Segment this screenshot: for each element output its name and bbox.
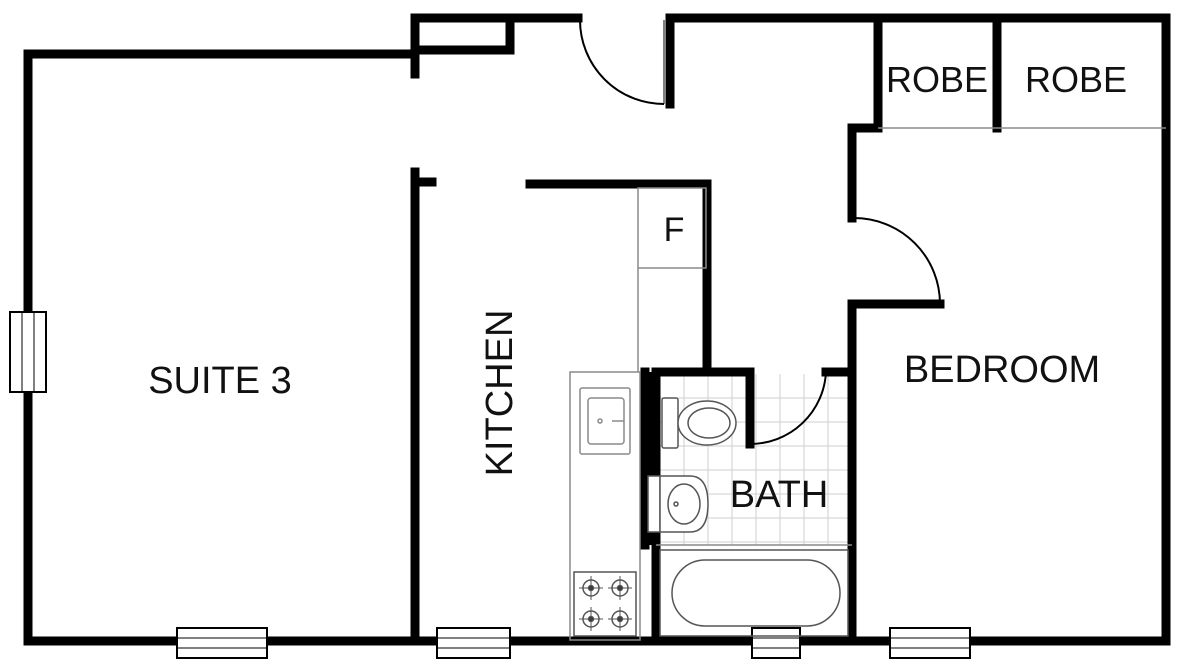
kitchen-sink-icon bbox=[579, 387, 631, 455]
window-west bbox=[9, 311, 47, 393]
stove-icon bbox=[573, 571, 637, 637]
windows bbox=[9, 311, 971, 659]
window-kitchen-south bbox=[436, 627, 511, 659]
window-bath-south bbox=[751, 627, 801, 659]
bath-door[interactable] bbox=[749, 371, 827, 446]
entry-door[interactable] bbox=[579, 19, 665, 105]
suite-label: SUITE 3 bbox=[148, 360, 292, 402]
toilet-icon bbox=[661, 397, 737, 449]
walls bbox=[23, 13, 1171, 646]
basin-icon bbox=[647, 475, 709, 533]
doors bbox=[579, 19, 941, 446]
robe-right-label: ROBE bbox=[1025, 59, 1127, 100]
bathtub-icon bbox=[659, 549, 849, 637]
robe-left-label: ROBE bbox=[886, 59, 988, 100]
fridge-label: F bbox=[664, 211, 685, 249]
bedroom-label: BEDROOM bbox=[904, 349, 1100, 391]
kitchen-label: KITCHEN bbox=[479, 310, 521, 477]
bath-label: BATH bbox=[730, 474, 829, 516]
window-bedroom-south bbox=[889, 627, 971, 659]
bedroom-door[interactable] bbox=[853, 217, 941, 305]
fixture-outlines bbox=[569, 127, 1166, 641]
window-suite-south bbox=[176, 627, 268, 659]
